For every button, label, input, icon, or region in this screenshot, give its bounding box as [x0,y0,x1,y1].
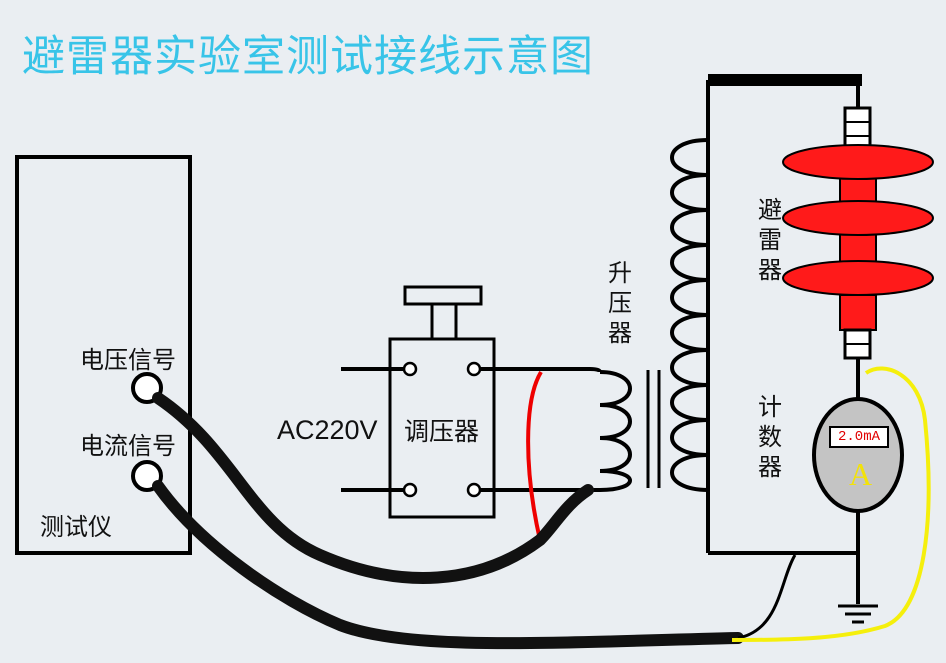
counter-label: 计数器 [758,393,782,481]
page-title: 避雷器实验室测试接线示意图 [22,32,594,82]
transformer-label: 升压器 [608,259,632,347]
primary-coil [599,370,632,492]
regulator-knob-cap[interactable] [403,285,483,306]
regulator-label: 调压器 [404,417,480,446]
yellow-signal-wire [731,366,931,642]
regulator-box [388,337,496,519]
arrester-label: 避雷器 [758,196,782,284]
tester-label: 测试仪 [40,513,112,541]
secondary-coil [670,138,709,492]
counter-body [812,397,904,513]
current-signal-label: 电流信号 [80,432,176,460]
counter-display [829,426,889,448]
voltage-signal-label: 电压信号 [80,346,176,374]
ac-source-label: AC220V [277,415,378,445]
regulator-output-top [480,367,602,373]
counter-reading: 2.0mA [837,429,880,445]
current-return-wire [737,554,797,640]
counter-unit: A [849,456,873,492]
current-signal-cable [152,480,744,650]
ground-icon [838,604,878,624]
voltage-probe-red [526,370,543,541]
regulator-knob-stem [430,302,458,341]
voltage-signal-cable [152,392,594,584]
tester-box [15,155,192,555]
arrester [782,106,934,360]
